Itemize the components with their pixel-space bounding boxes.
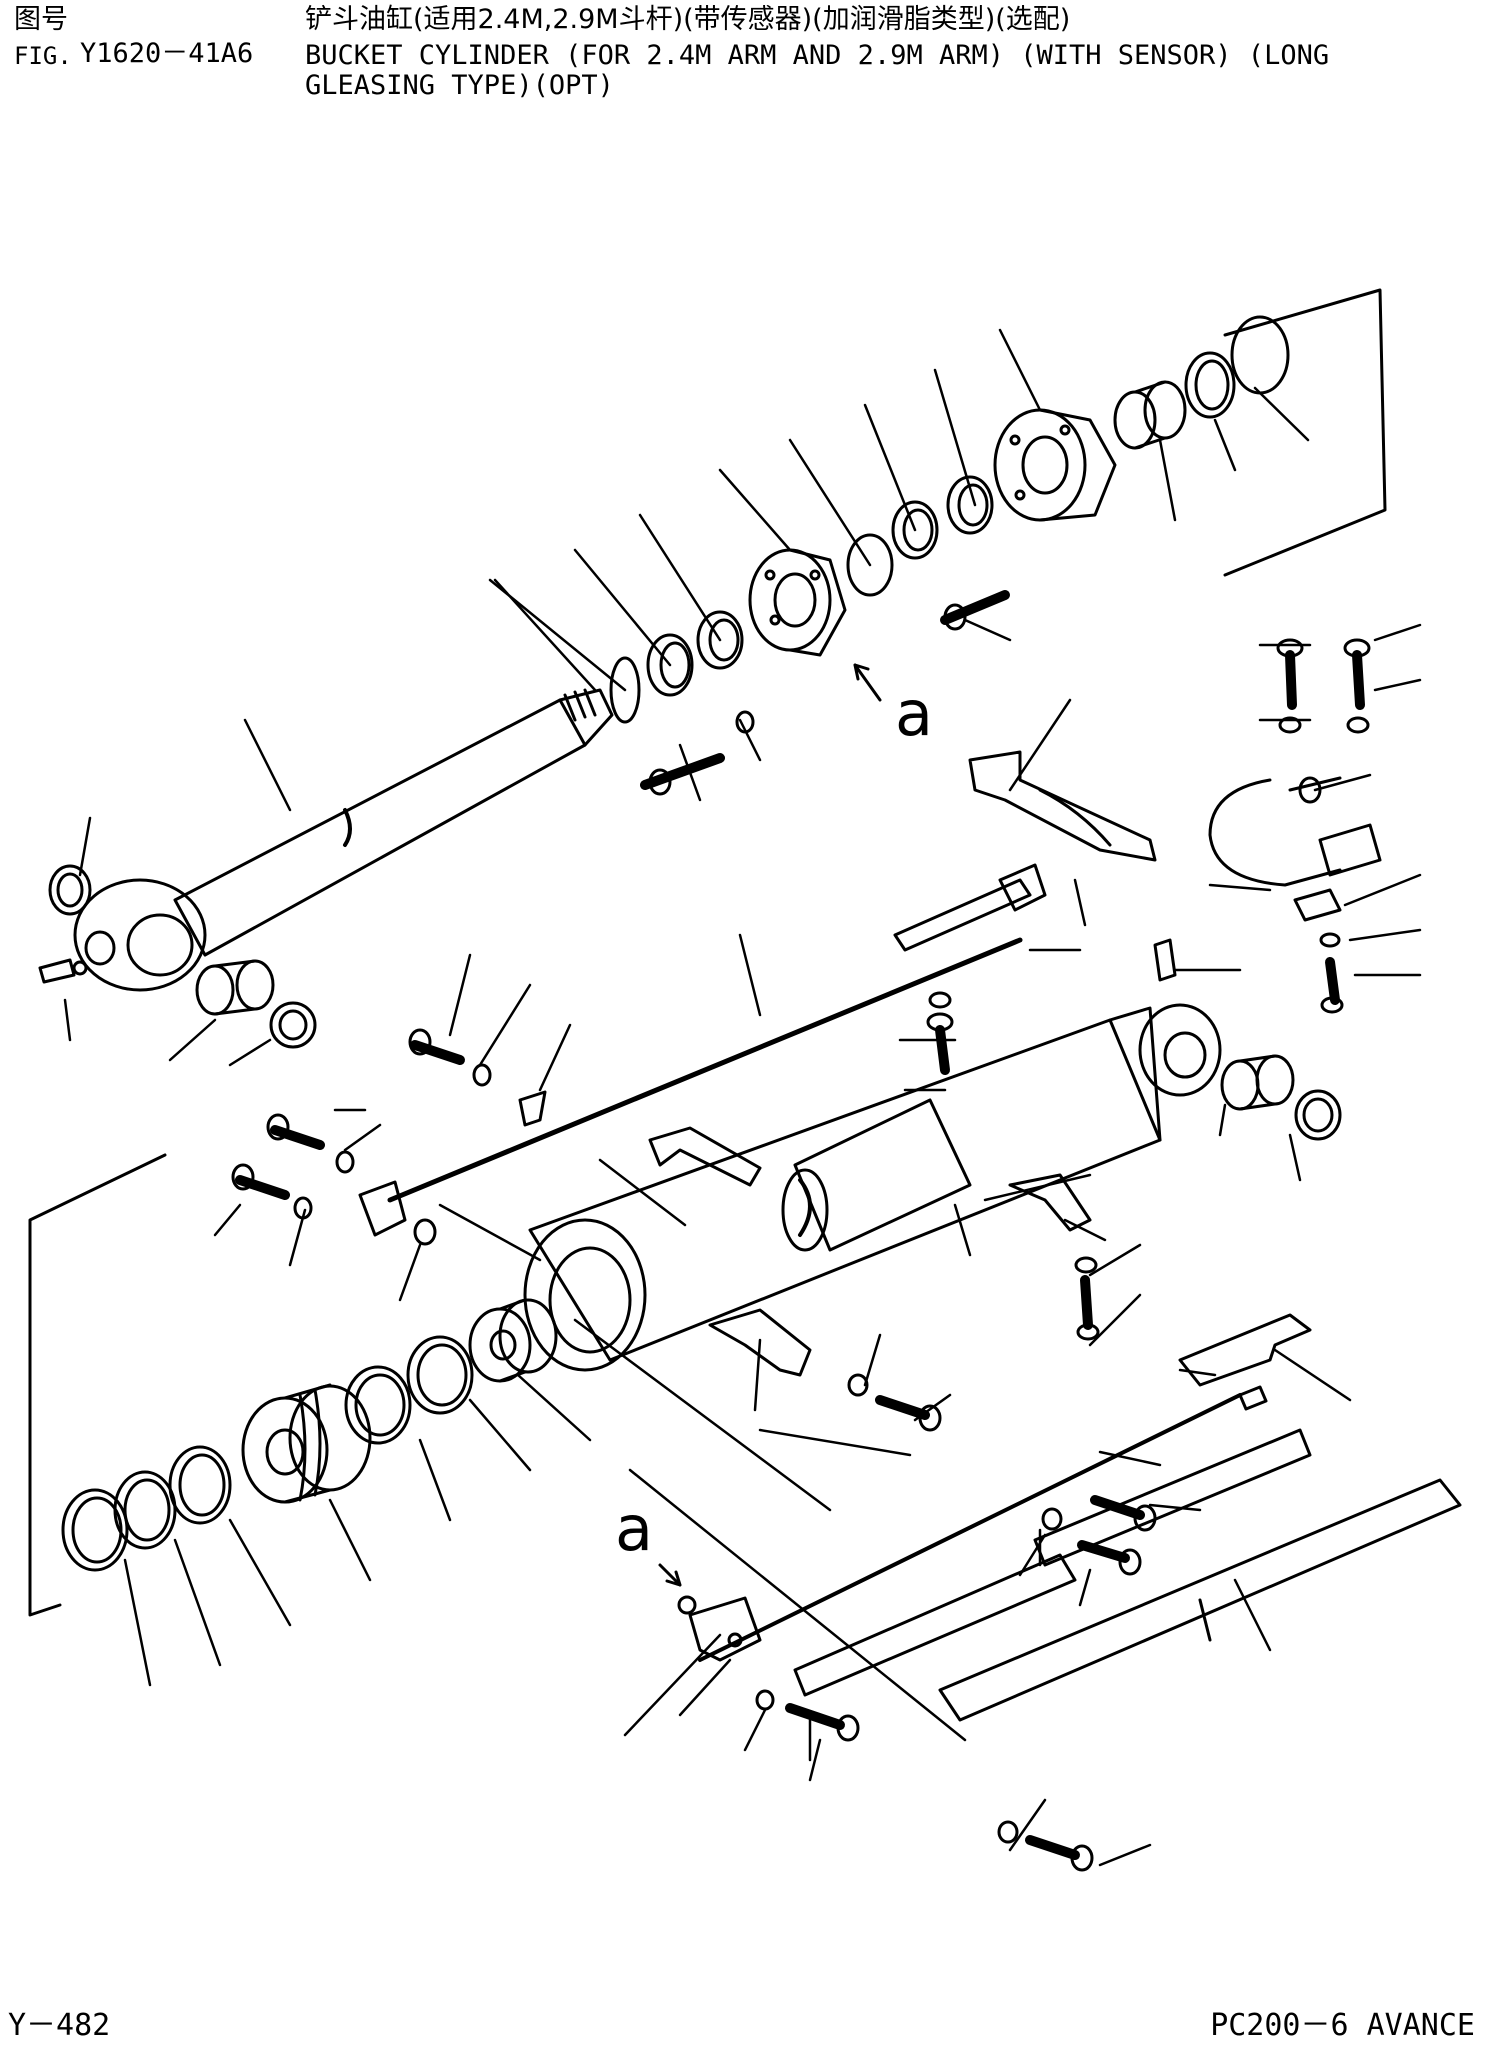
mid-bolt-3 (231, 1163, 290, 1200)
piston-seal (61, 1488, 129, 1572)
page-number: Y－482 (8, 2008, 111, 2043)
collar (1113, 380, 1187, 450)
clamp-bracket-small (518, 1090, 547, 1127)
lower-bolt-e (1025, 1835, 1094, 1872)
large-o-ring (1230, 315, 1290, 395)
grease-nipple (1153, 938, 1177, 982)
lower-bolt-d (785, 1703, 860, 1742)
lower-washer-c (677, 1595, 697, 1615)
lower-washer-b (1041, 1507, 1063, 1531)
lower-bolt-a (875, 1395, 942, 1432)
pipe-bolt-3 (1320, 957, 1344, 1014)
fig-number: Y1620－41A6 (80, 38, 254, 69)
rod-seal (696, 610, 744, 670)
tube-bushing (1220, 1054, 1295, 1111)
mid-o-ring (413, 1218, 437, 1246)
mid-washer-5 (1074, 1256, 1098, 1274)
pipe-washer-1 (1278, 716, 1302, 734)
mid-bolt-4 (926, 1012, 954, 1075)
pipe-washer-2 (1346, 716, 1370, 734)
title-en-line1: BUCKET CYLINDER (FOR 2.4M ARM AND 2.9M A… (305, 40, 1330, 71)
tube-seal (1294, 1089, 1342, 1141)
sensor-cover-long (938, 1478, 1462, 1722)
pipe-bolt-1 (1276, 638, 1304, 710)
sensor-bracket-top (1178, 1313, 1312, 1387)
piston-ring-1 (168, 1445, 232, 1525)
mid-washer-1 (472, 1063, 492, 1087)
mid-bolt-2 (266, 1113, 325, 1150)
lower-washer-e (997, 1820, 1019, 1844)
sensor-head (688, 1596, 762, 1662)
lower-bolt-c (1077, 1540, 1142, 1576)
head-flange (993, 408, 1117, 522)
lower-bolt-b (1090, 1495, 1157, 1532)
buffer-ring-1 (891, 500, 939, 560)
title-cn: 铲斗油缸(适用2.4M,2.9M斗杆)(带传感器)(加润滑脂类型)(选配) (305, 4, 1071, 35)
bracket-line-upper (1223, 288, 1387, 577)
sensor-rod (387, 863, 1047, 1203)
fig-label-en: FIG. (14, 42, 72, 70)
model-name: PC200－6 AVANCE (1210, 2008, 1475, 2043)
mid-bolt-5 (1076, 1275, 1100, 1341)
grease-pipe (1208, 776, 1382, 887)
sensor-cover (781, 1098, 972, 1252)
rod-end-seal-right (269, 1001, 317, 1049)
sensor-connector (358, 1180, 407, 1237)
clamp-middle (648, 1126, 762, 1187)
pipe-bolt-2 (1343, 638, 1371, 710)
callout-arrow-lower (658, 1563, 682, 1587)
wear-ring-2 (344, 1365, 412, 1445)
dust-seal (646, 633, 694, 697)
sensor-cover-plate (793, 1428, 1312, 1697)
backup-ring (1184, 351, 1236, 419)
piston-rod (173, 688, 614, 957)
title-en-line2: GLEASING TYPE)(OPT) (305, 70, 614, 101)
grease-fitting (38, 958, 88, 984)
snap-ring (609, 656, 641, 724)
rod-eye (73, 878, 207, 992)
piston (241, 1383, 372, 1504)
callout-a-upper: a (895, 677, 933, 750)
buffer-ring-2 (946, 475, 994, 535)
head-bolt-2 (940, 590, 1010, 631)
cylinder-head (748, 548, 847, 657)
head-bolt-1 (640, 753, 725, 796)
wear-ring-1 (406, 1335, 474, 1415)
sensor-cable (698, 1385, 1268, 1662)
callout-arrow-upper (853, 663, 882, 702)
piston-nut (468, 1298, 558, 1383)
head-o-ring (846, 533, 894, 597)
lower-washer-a (847, 1373, 869, 1397)
exploded-parts-diagram: a (28, 288, 1462, 1872)
pipe-clip (1293, 888, 1342, 922)
rod-end-seal-left (48, 864, 92, 916)
callout-a-lower: a (615, 1492, 653, 1565)
bracket-line-lower (28, 1153, 167, 1617)
rod-bushing (195, 959, 275, 1016)
leader-lines (63, 328, 1422, 1867)
clamp-lower (1008, 1173, 1092, 1232)
lower-washer-d (755, 1689, 775, 1711)
clamp-upper (968, 750, 1157, 862)
pipe-washer-3 (1319, 932, 1341, 948)
mid-bolt-1 (408, 1028, 465, 1065)
fig-label-cn: 图号 (14, 4, 68, 35)
mid-washer-4 (928, 991, 952, 1009)
mid-washer-2 (335, 1150, 355, 1174)
cylinder-tube (523, 1003, 1222, 1372)
lower-clamp-a (708, 1308, 812, 1377)
